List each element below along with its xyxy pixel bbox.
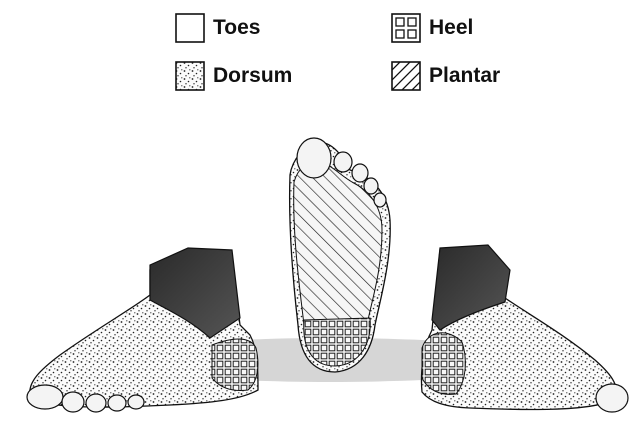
legend-item-toes: Toes (175, 12, 260, 44)
dorsum-swatch-icon (175, 61, 205, 91)
heel-swatch-icon (391, 13, 421, 43)
left-foot (27, 248, 258, 412)
legend-item-dorsum: Dorsum (175, 60, 292, 92)
plantar-swatch-icon (391, 61, 421, 91)
legend-label-plantar: Plantar (429, 64, 500, 88)
center-foot (290, 138, 391, 372)
right-foot-toes (596, 384, 628, 412)
toes-swatch-icon (175, 13, 205, 43)
legend-label-dorsum: Dorsum (213, 64, 292, 88)
right-foot-heel (422, 333, 465, 395)
legend-item-heel: Heel (391, 12, 473, 44)
legend-label-toes: Toes (213, 16, 260, 40)
right-foot (421, 245, 628, 412)
legend-item-plantar: Plantar (391, 60, 500, 92)
feet-illustration (0, 120, 641, 427)
legend-label-heel: Heel (429, 16, 473, 40)
left-foot-heel (212, 339, 258, 391)
